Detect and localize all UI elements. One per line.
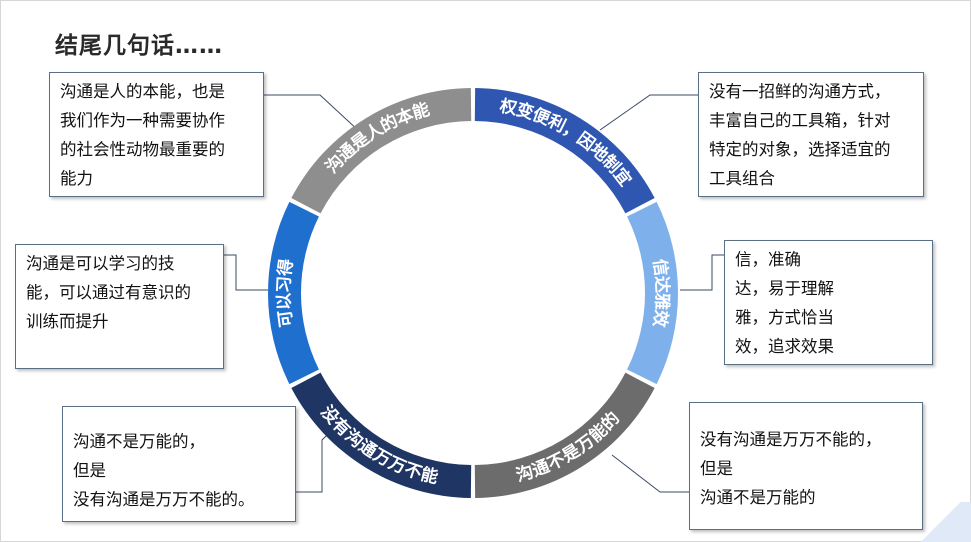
leader-mid-left xyxy=(224,254,268,291)
slide-title: 结尾几句话…… xyxy=(55,33,223,59)
seg-adapt xyxy=(474,88,655,214)
leader-bottom-right xyxy=(611,454,689,493)
seg-instinct-label: 沟通是人的本能 xyxy=(321,99,432,178)
seg-indispensable xyxy=(291,372,472,498)
seg-learnable xyxy=(268,201,319,385)
note-bottom-right: 没有沟通是万万不能的， 但是 沟通不是万能的 xyxy=(689,402,923,530)
leader-top-right xyxy=(599,94,698,131)
leader-mid-right xyxy=(680,254,724,291)
note-mid-right: 信，准确 达，易于理解 雅，方式恰当 效，追求效果 xyxy=(724,240,933,365)
seg-not-omnipotent xyxy=(474,372,655,498)
ring-segments xyxy=(268,88,679,498)
note-top-left: 沟通是人的本能，也是 我们作为一种需要协作 的社会性动物最重要的 能力 xyxy=(49,72,264,197)
note-top-right: 没有一招鲜的沟通方式， 丰富自己的工具箱，针对 特定的对象，选择适宜的 工具组合 xyxy=(698,72,924,197)
note-mid-left: 沟通是可以学习的技 能，可以通过有意识的 训练而提升 xyxy=(15,244,224,369)
seg-instinct xyxy=(291,88,472,214)
note-bottom-left: 沟通不是万能的， 但是 没有沟通是万万不能的。 xyxy=(62,406,296,522)
seg-xin-da-ya-xiao xyxy=(627,201,679,385)
seg-indispensable-label: 没有沟通万万不能 xyxy=(316,402,440,488)
leader-top-left xyxy=(264,94,361,133)
